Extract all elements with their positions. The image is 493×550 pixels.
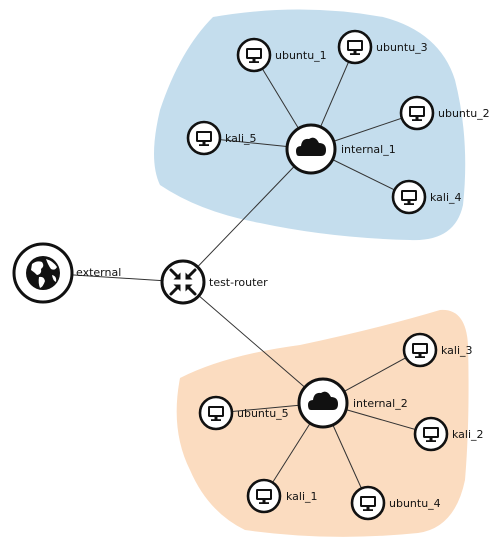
nodes: externaltest-routerinternal_1internal_2u…	[12, 29, 490, 521]
monitor-icon	[196, 131, 212, 146]
monitor-icon	[208, 406, 224, 421]
node-ubuntu_2[interactable]: ubuntu_2	[399, 95, 490, 131]
node-label-kali_1: kali_1	[286, 490, 318, 503]
node-ubuntu_4[interactable]: ubuntu_4	[350, 485, 441, 521]
monitor-icon	[412, 343, 428, 358]
node-internal_1[interactable]: internal_1	[285, 123, 396, 175]
node-label-kali_5: kali_5	[225, 132, 257, 145]
monitor-icon	[423, 427, 439, 442]
node-kali_3[interactable]: kali_3	[402, 332, 473, 368]
node-label-internal_1: internal_1	[341, 143, 396, 156]
node-kali_2[interactable]: kali_2	[413, 416, 484, 452]
node-label-kali_3: kali_3	[441, 344, 473, 357]
monitor-icon	[360, 496, 376, 511]
monitor-icon	[409, 106, 425, 121]
node-label-kali_2: kali_2	[452, 428, 484, 441]
router-icon	[169, 268, 197, 296]
node-ubuntu_3[interactable]: ubuntu_3	[337, 29, 428, 65]
cloud-icon	[308, 391, 338, 410]
node-label-ubuntu_2: ubuntu_2	[438, 107, 490, 120]
monitor-icon	[401, 190, 417, 205]
monitor-icon	[256, 489, 272, 504]
node-label-kali_4: kali_4	[430, 191, 462, 204]
edge-test-router-internal_2	[182, 281, 324, 404]
node-kali_1[interactable]: kali_1	[246, 478, 318, 514]
node-test-router[interactable]: test-router	[160, 259, 268, 305]
node-ubuntu_1[interactable]: ubuntu_1	[236, 37, 327, 73]
monitor-icon	[246, 48, 262, 63]
node-internal_2[interactable]: internal_2	[297, 377, 408, 429]
monitor-icon	[347, 40, 363, 55]
edge-test-router-internal_1	[182, 148, 312, 283]
cloud-icon	[296, 137, 326, 156]
globe-icon	[26, 256, 60, 290]
node-ubuntu_5[interactable]: ubuntu_5	[198, 395, 289, 431]
node-label-ubuntu_1: ubuntu_1	[275, 49, 327, 62]
node-label-ubuntu_3: ubuntu_3	[376, 41, 428, 54]
node-kali_4[interactable]: kali_4	[391, 179, 462, 215]
node-label-internal_2: internal_2	[353, 397, 408, 410]
node-label-ubuntu_5: ubuntu_5	[237, 407, 289, 420]
node-label-test-router: test-router	[209, 276, 268, 289]
node-external[interactable]: external	[12, 242, 121, 304]
node-label-ubuntu_4: ubuntu_4	[389, 497, 441, 510]
node-label-external: external	[76, 266, 121, 279]
node-kali_5[interactable]: kali_5	[186, 120, 257, 156]
